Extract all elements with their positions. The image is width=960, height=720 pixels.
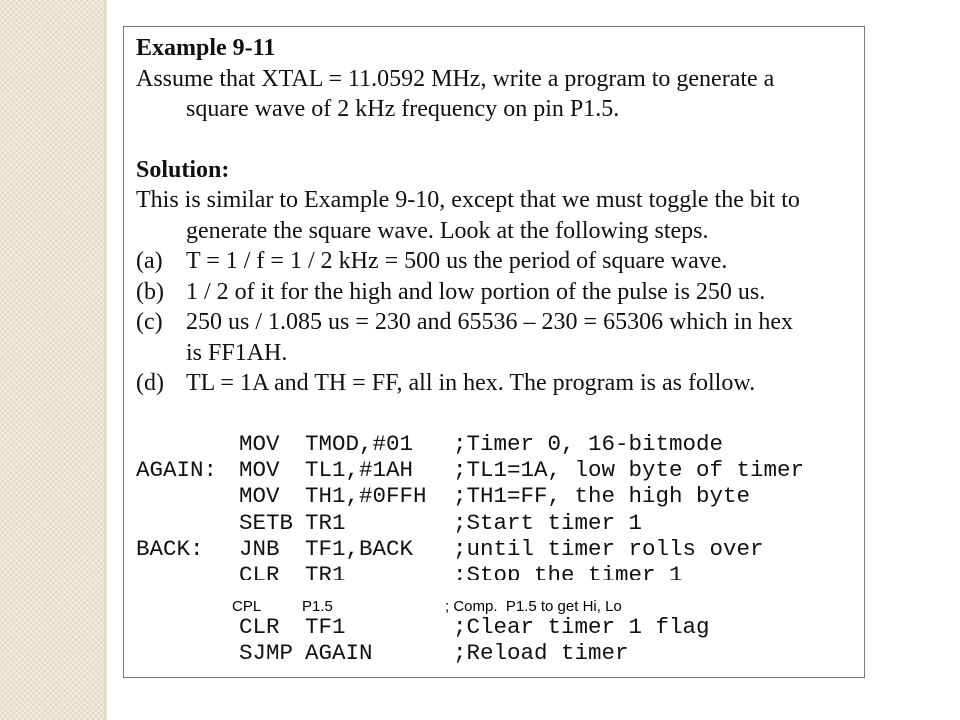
code-line: BACK: JNB TF1,BACK ;until timer rolls ov… xyxy=(136,536,856,562)
code-comment: ;Start timer 1 xyxy=(453,509,643,536)
code-op: CLR xyxy=(239,614,280,641)
code-op: MOV xyxy=(239,457,280,484)
code-op: SETB xyxy=(239,509,294,536)
solution-heading: Solution: xyxy=(136,156,230,183)
code-op: MOV xyxy=(239,431,280,457)
inserted-op: CPL xyxy=(232,598,262,615)
inserted-arg: P1.5 xyxy=(302,598,333,615)
step-text: TL = 1A and TH = FF, all in hex. The pro… xyxy=(186,370,756,396)
decorative-side-strip xyxy=(0,0,107,720)
step-text: 1 / 2 of it for the high and low portion… xyxy=(186,278,766,305)
problem-line-2: square wave of 2 kHz frequency on pin P1… xyxy=(186,96,620,122)
step-c-continued: is FF1AH. xyxy=(186,339,288,366)
code-line: MOV TH1,#0FFH ;TH1=FF, the high byte xyxy=(136,483,856,509)
code-arg: TR1 xyxy=(305,561,346,580)
code-comment: ;until timer rolls over xyxy=(453,535,764,562)
step-c: (c) 250 us / 1.085 us = 230 and 65536 – … xyxy=(136,307,856,338)
example-text: Example 9-11 Assume that XTAL = 11.0592 … xyxy=(136,33,856,399)
code-label: AGAIN: xyxy=(136,457,218,484)
step-text: T = 1 / f = 1 / 2 kHz = 500 us the perio… xyxy=(186,248,728,274)
step-a: (a) T = 1 / f = 1 / 2 kHz = 500 us the p… xyxy=(136,246,856,277)
code-line: SETB TR1 ;Start timer 1 xyxy=(136,510,856,536)
code-label xyxy=(136,580,239,614)
step-b: (b) 1 / 2 of it for the high and low por… xyxy=(136,277,856,308)
problem-line-1: Assume that XTAL = 11.0592 MHz, write a … xyxy=(136,65,775,92)
code-arg: TL1,#1AH xyxy=(305,457,414,484)
code-label: BACK: xyxy=(136,535,204,562)
code-op: SJMP xyxy=(239,640,294,667)
code-comment: ;Clear timer 1 flag xyxy=(453,614,710,641)
code-op: JNB xyxy=(239,535,280,562)
step-label: (c) xyxy=(136,309,163,335)
solution-intro-1: This is similar to Example 9-10, except … xyxy=(136,187,800,213)
code-line: AGAIN: MOV TL1,#1AH ;TL1=1A, low byte of… xyxy=(136,457,856,483)
code-line: CLR TF1 ;Clear timer 1 flag xyxy=(136,614,856,640)
code-arg: TF1 xyxy=(305,614,346,641)
code-arg: TH1,#0FFH xyxy=(305,483,427,510)
code-comment: ;TL1=1A, low byte of timer xyxy=(453,457,805,484)
code-label xyxy=(136,483,239,509)
step-d: (d) TL = 1A and TH = FF, all in hex. The… xyxy=(136,368,856,399)
code-arg: TMOD,#01 xyxy=(305,431,414,457)
code-label xyxy=(136,640,239,666)
code-arg: TR1 xyxy=(305,509,346,536)
code-line: SJMP AGAIN ;Reload timer xyxy=(136,640,856,666)
code-comment: ;Timer 0, 16-bitmode xyxy=(453,431,724,457)
code-arg: TF1,BACK xyxy=(305,535,414,562)
code-line: CLR TR1 ;Stop the timer 1 xyxy=(136,562,856,580)
code-op: MOV xyxy=(239,483,280,510)
example-frame xyxy=(123,26,865,678)
step-label: (b) xyxy=(136,278,164,305)
code-op: CLR xyxy=(239,561,280,580)
code-arg: AGAIN xyxy=(305,640,373,667)
step-label: (d) xyxy=(136,370,164,396)
code-label xyxy=(136,562,239,580)
code-comment: ;Reload timer xyxy=(453,640,629,667)
code-comment: ;Stop the timer 1 xyxy=(453,561,683,580)
code-label xyxy=(136,614,239,640)
assembly-code: MOV TMOD,#01 ;Timer 0, 16-bitmode AGAIN:… xyxy=(136,431,856,667)
code-comment: ;TH1=FF, the high byte xyxy=(453,483,751,510)
solution-intro-2: generate the square wave. Look at the fo… xyxy=(186,217,709,244)
strip-divider xyxy=(104,0,106,720)
code-label xyxy=(136,431,239,457)
code-label xyxy=(136,510,239,536)
inserted-comment: ; Comp. P1.5 to get Hi, Lo xyxy=(445,598,622,615)
code-line: MOV TMOD,#01 ;Timer 0, 16-bitmode xyxy=(136,431,856,457)
inserted-code-line: CPL P1.5 ; Comp. P1.5 to get Hi, Lo xyxy=(232,597,732,617)
example-heading: Example 9-11 xyxy=(136,35,276,61)
step-text: 250 us / 1.085 us = 230 and 65536 – 230 … xyxy=(186,309,794,335)
step-label: (a) xyxy=(136,248,163,274)
